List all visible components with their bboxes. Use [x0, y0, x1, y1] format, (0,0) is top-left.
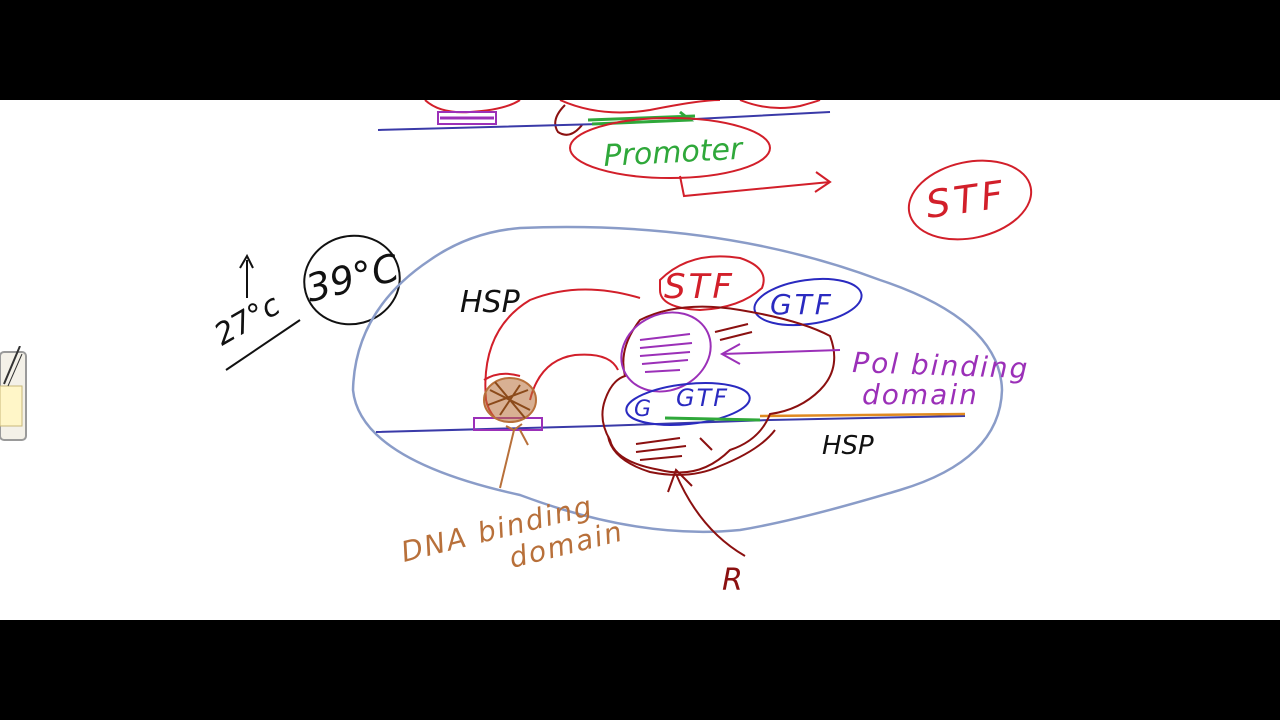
promoter-arrow-head [814, 171, 832, 193]
whiteboard-canvas: Promoter STF 27°c 39°C HSP [0, 100, 1280, 620]
gtf-upper-group: GTF [753, 277, 863, 327]
promoter-arrow-shaft [679, 175, 831, 198]
cell-outline [351, 225, 1004, 534]
diagram-svg: Promoter STF 27°c 39°C HSP [209, 100, 1033, 598]
temp-underline [225, 319, 301, 371]
temperature-group: 27°c 39°C [209, 234, 404, 371]
pol-binding-label: Pol binding [852, 346, 1030, 385]
promoter-oval [569, 117, 771, 179]
top-dna-line [377, 111, 831, 131]
gtf-lower-oval [625, 382, 751, 426]
r-label: R [722, 563, 743, 598]
top-diagram: Promoter [377, 100, 832, 198]
top-maroon-curl [554, 104, 583, 136]
pol-domain-oval [620, 311, 712, 393]
pol-domain-group [620, 311, 712, 393]
hsp-right-label: HSP [822, 431, 874, 461]
red-inner-loop [529, 353, 619, 401]
dna-binding-blob [473, 372, 543, 431]
temp-up-arrow-head [239, 253, 254, 269]
orange-segment [759, 412, 966, 418]
r-arrow-head [667, 468, 693, 493]
stf-right-label: STF [923, 172, 1010, 227]
stf-right-oval [907, 159, 1033, 241]
pol-arrow-head [719, 343, 741, 365]
dna-binding-arrow-head [505, 423, 523, 432]
gtf-upper-oval [753, 277, 863, 327]
dna-binding-cap [483, 372, 521, 381]
maroon-complex-outline [601, 305, 836, 474]
maroon-lines-upper [714, 323, 753, 341]
lower-green-bar [664, 416, 761, 422]
temp-high-circle [303, 234, 401, 326]
pol-domain-label: domain [862, 378, 979, 411]
gtf-lower-group: G GTF [625, 382, 751, 426]
top-blob-mid [559, 100, 721, 114]
lower-maroon-lines [635, 437, 713, 461]
pol-domain-lines [639, 333, 693, 373]
stf-center-label: STF [664, 267, 735, 307]
dna-binding-arrow [499, 429, 529, 489]
top-blob-left [424, 100, 521, 114]
r-arrow-shaft [675, 473, 746, 557]
stf-center-oval [659, 255, 765, 312]
dna-binding-hatch [487, 381, 531, 419]
gtf-lower-label: GTF [676, 384, 729, 412]
pen-tool-icon[interactable] [0, 346, 30, 446]
top-blob-right [739, 100, 821, 109]
stf-right-group: STF [907, 159, 1033, 241]
top-purple-box [437, 111, 497, 125]
g-left-label: G [634, 397, 651, 422]
pol-arrow-shaft [721, 349, 841, 355]
promoter-label: Promoter [603, 132, 745, 174]
lower-maroon-blob [607, 429, 776, 476]
top-green-bar [587, 110, 696, 126]
pen-tool-widget[interactable] [0, 346, 30, 446]
gtf-upper-label: GTF [770, 288, 834, 321]
stf-center-group: STF [659, 255, 765, 312]
temp-high-label: 39°C [302, 245, 404, 311]
